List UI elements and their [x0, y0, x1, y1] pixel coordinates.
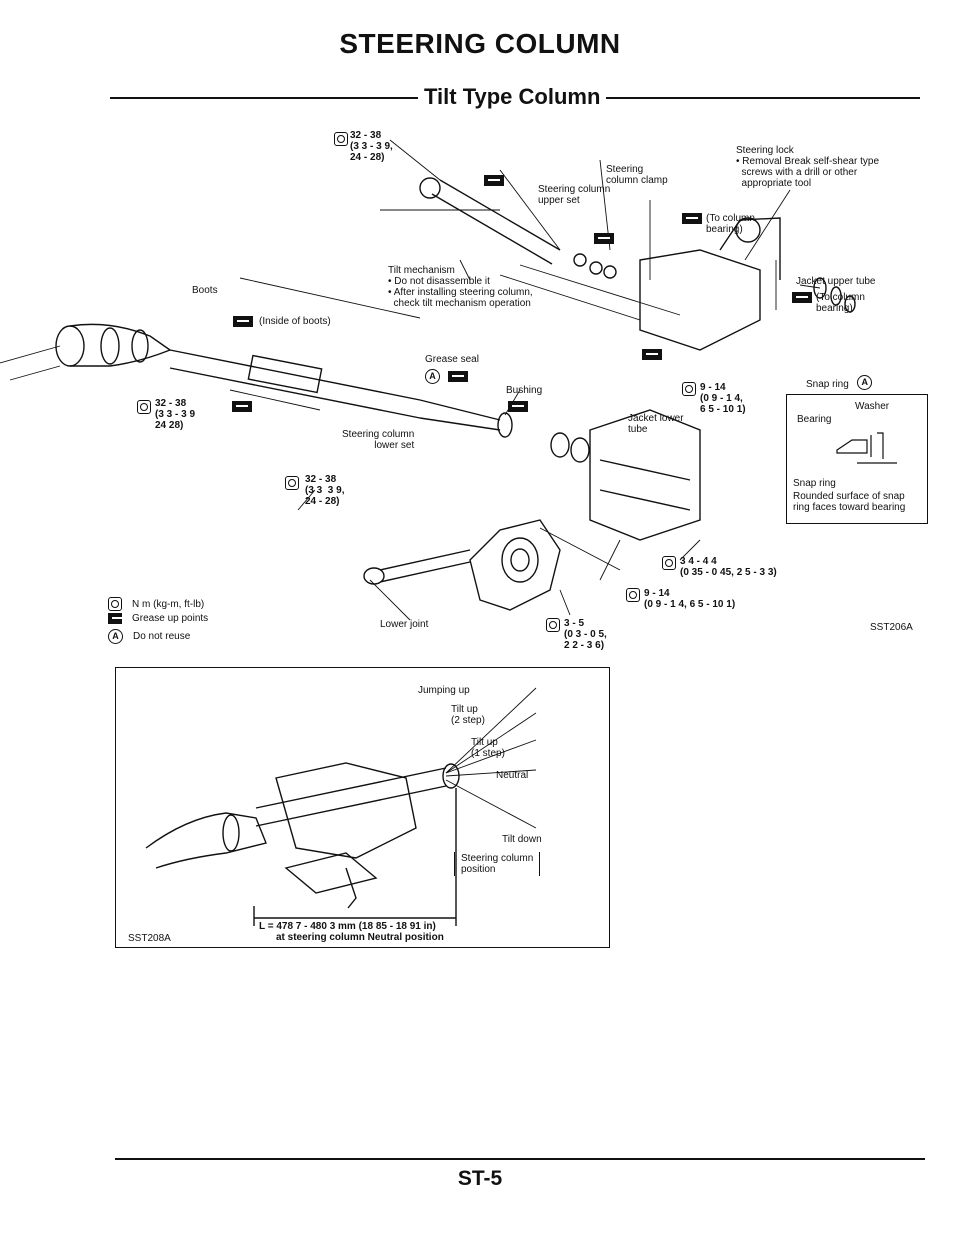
torque-wrench-icon: [546, 618, 560, 632]
torque-wrench-icon: [682, 382, 696, 396]
label-tilt-down: Tilt down: [502, 834, 542, 845]
section-subtitle: Tilt Type Column: [424, 84, 601, 109]
label-boots: Boots: [192, 285, 218, 296]
grease-marker-bushing: [508, 398, 528, 416]
label-length-spec: L = 478 7 - 480 3 mm (18 85 - 18 91 in): [259, 921, 436, 932]
torque-spec-mid: 32 - 38 (3 3 3 9, 24 - 28): [285, 474, 344, 507]
grease-marker-clamp: [642, 346, 662, 364]
torque-spec-left: 32 - 38 (3 3 - 3 9 24 28): [137, 398, 195, 431]
do-not-reuse-icon: A: [108, 629, 123, 644]
grease-seal-drawing: [497, 412, 590, 463]
grease-points-icon: [448, 371, 469, 383]
jacket-lower-drawing: [589, 409, 701, 541]
label-tilt-mechanism: Tilt mechanism • Do not disassemble it •…: [388, 265, 533, 309]
legend-torque: N m (kg-m, ft-lb): [108, 597, 204, 611]
torque-spec-9-14-b: 9 - 14 (0 9 - 1 4, 6 5 - 10 1): [626, 588, 735, 610]
exploded-column-diagram: [0, 139, 856, 621]
grease-points-icon: [232, 401, 252, 413]
grease-points-icon: [642, 349, 662, 361]
grease-points-icon: [792, 292, 812, 303]
torque-spec-9-14-a: 9 - 14 (0 9 - 1 4, 6 5 - 10 1): [682, 382, 746, 415]
label-grease-seal: Grease seal: [425, 354, 479, 365]
label-tilt-up-1: Tilt up (1 step): [471, 737, 505, 759]
label-lower-joint: Lower joint: [380, 619, 429, 630]
label-bushing: Bushing: [506, 385, 543, 396]
grease-points-icon: [233, 316, 253, 327]
label-jacket-upper-tube: Jacket upper tube: [796, 276, 876, 287]
label-rounded-surface: Rounded surface of snap ring faces towar…: [793, 491, 906, 513]
do-not-reuse-icon: A: [425, 369, 440, 385]
torque-wrench-icon: [285, 476, 299, 490]
grease-points-icon: [594, 233, 614, 245]
label-jacket-lower-tube: Jacket lower tube: [628, 413, 684, 435]
label-snap-ring: Snap ring A: [806, 374, 873, 392]
lower-shaft-drawing: [169, 349, 501, 431]
label-steering-column-clamp: Steering column clamp: [606, 164, 668, 186]
label-inside-boots: (Inside of boots): [233, 316, 331, 327]
label-bearing: Bearing: [797, 414, 832, 425]
tilt-column-drawing: [145, 687, 537, 926]
torque-wrench-icon: [108, 597, 122, 611]
grease-seal-markers: A: [425, 368, 469, 386]
torque-wrench-icon: [334, 132, 348, 146]
legend-grease: Grease up points: [108, 613, 208, 624]
grease-marker-top: [484, 172, 504, 190]
label-column-position: Steering column position: [454, 852, 541, 876]
footer-rule: [115, 1158, 925, 1160]
page-title: STEERING COLUMN: [339, 28, 621, 59]
lower-joint-drawing: [363, 519, 561, 611]
snap-ring-detail-box: Washer Bearing Snap ring Rounded surface…: [786, 394, 928, 524]
label-steering-lock: Steering lock • Removal Break self-shear…: [736, 145, 880, 189]
grease-marker-lower-left: [232, 398, 252, 416]
label-to-column-bearing-1: (To column bearing): [682, 213, 755, 235]
label-jumping-up: Jumping up: [418, 685, 470, 696]
torque-wrench-icon: [662, 556, 676, 570]
grease-points-icon: [682, 213, 702, 224]
boots-drawing: [55, 323, 172, 367]
label-tilt-up-2: Tilt up (2 step): [451, 704, 485, 726]
page-number: ST-5: [457, 1167, 503, 1190]
tilt-position-box: Jumping up Tilt up (2 step) Tilt up (1 s…: [115, 667, 610, 948]
label-neutral: Neutral: [496, 770, 529, 781]
torque-spec-top: 32 - 38 (3 3 - 3 9, 24 - 28): [334, 130, 393, 163]
upper-shaft-drawing: [419, 177, 617, 279]
figure-id-sst208a: SST208A: [128, 933, 171, 944]
grease-points-icon: [108, 613, 124, 624]
label-column-lower-set: Steering column lower set: [342, 429, 415, 451]
grease-points-icon: [484, 175, 504, 187]
title-rule-right: [606, 97, 920, 99]
label-to-column-bearing-2: (To column bearing): [792, 292, 865, 314]
grease-points-icon: [508, 401, 528, 413]
figure-id-sst206a: SST206A: [870, 622, 913, 633]
snap-ring-detail-drawing: [836, 432, 897, 464]
label-snap-ring-detail: Snap ring: [793, 478, 836, 489]
title-rule-left: [110, 97, 418, 99]
torque-wrench-icon: [626, 588, 640, 602]
leader-lines: [0, 139, 821, 621]
torque-spec-3-5: 3 - 5 (0 3 - 0 5, 2 2 - 3 6): [546, 618, 607, 651]
label-column-upper-set: Steering column upper set: [538, 184, 611, 206]
torque-wrench-icon: [137, 400, 151, 414]
do-not-reuse-icon: A: [857, 375, 873, 391]
torque-spec-34-44: 3 4 - 4 4 (0 35 - 0 45, 2 5 - 3 3): [662, 556, 777, 578]
column-clamp-drawing: [639, 217, 781, 351]
label-washer: Washer: [855, 401, 890, 412]
label-length-condition: at steering column Neutral position: [276, 932, 444, 943]
jacket-upper-drawing: [813, 277, 856, 313]
grease-marker-bearing-1: [594, 230, 614, 248]
